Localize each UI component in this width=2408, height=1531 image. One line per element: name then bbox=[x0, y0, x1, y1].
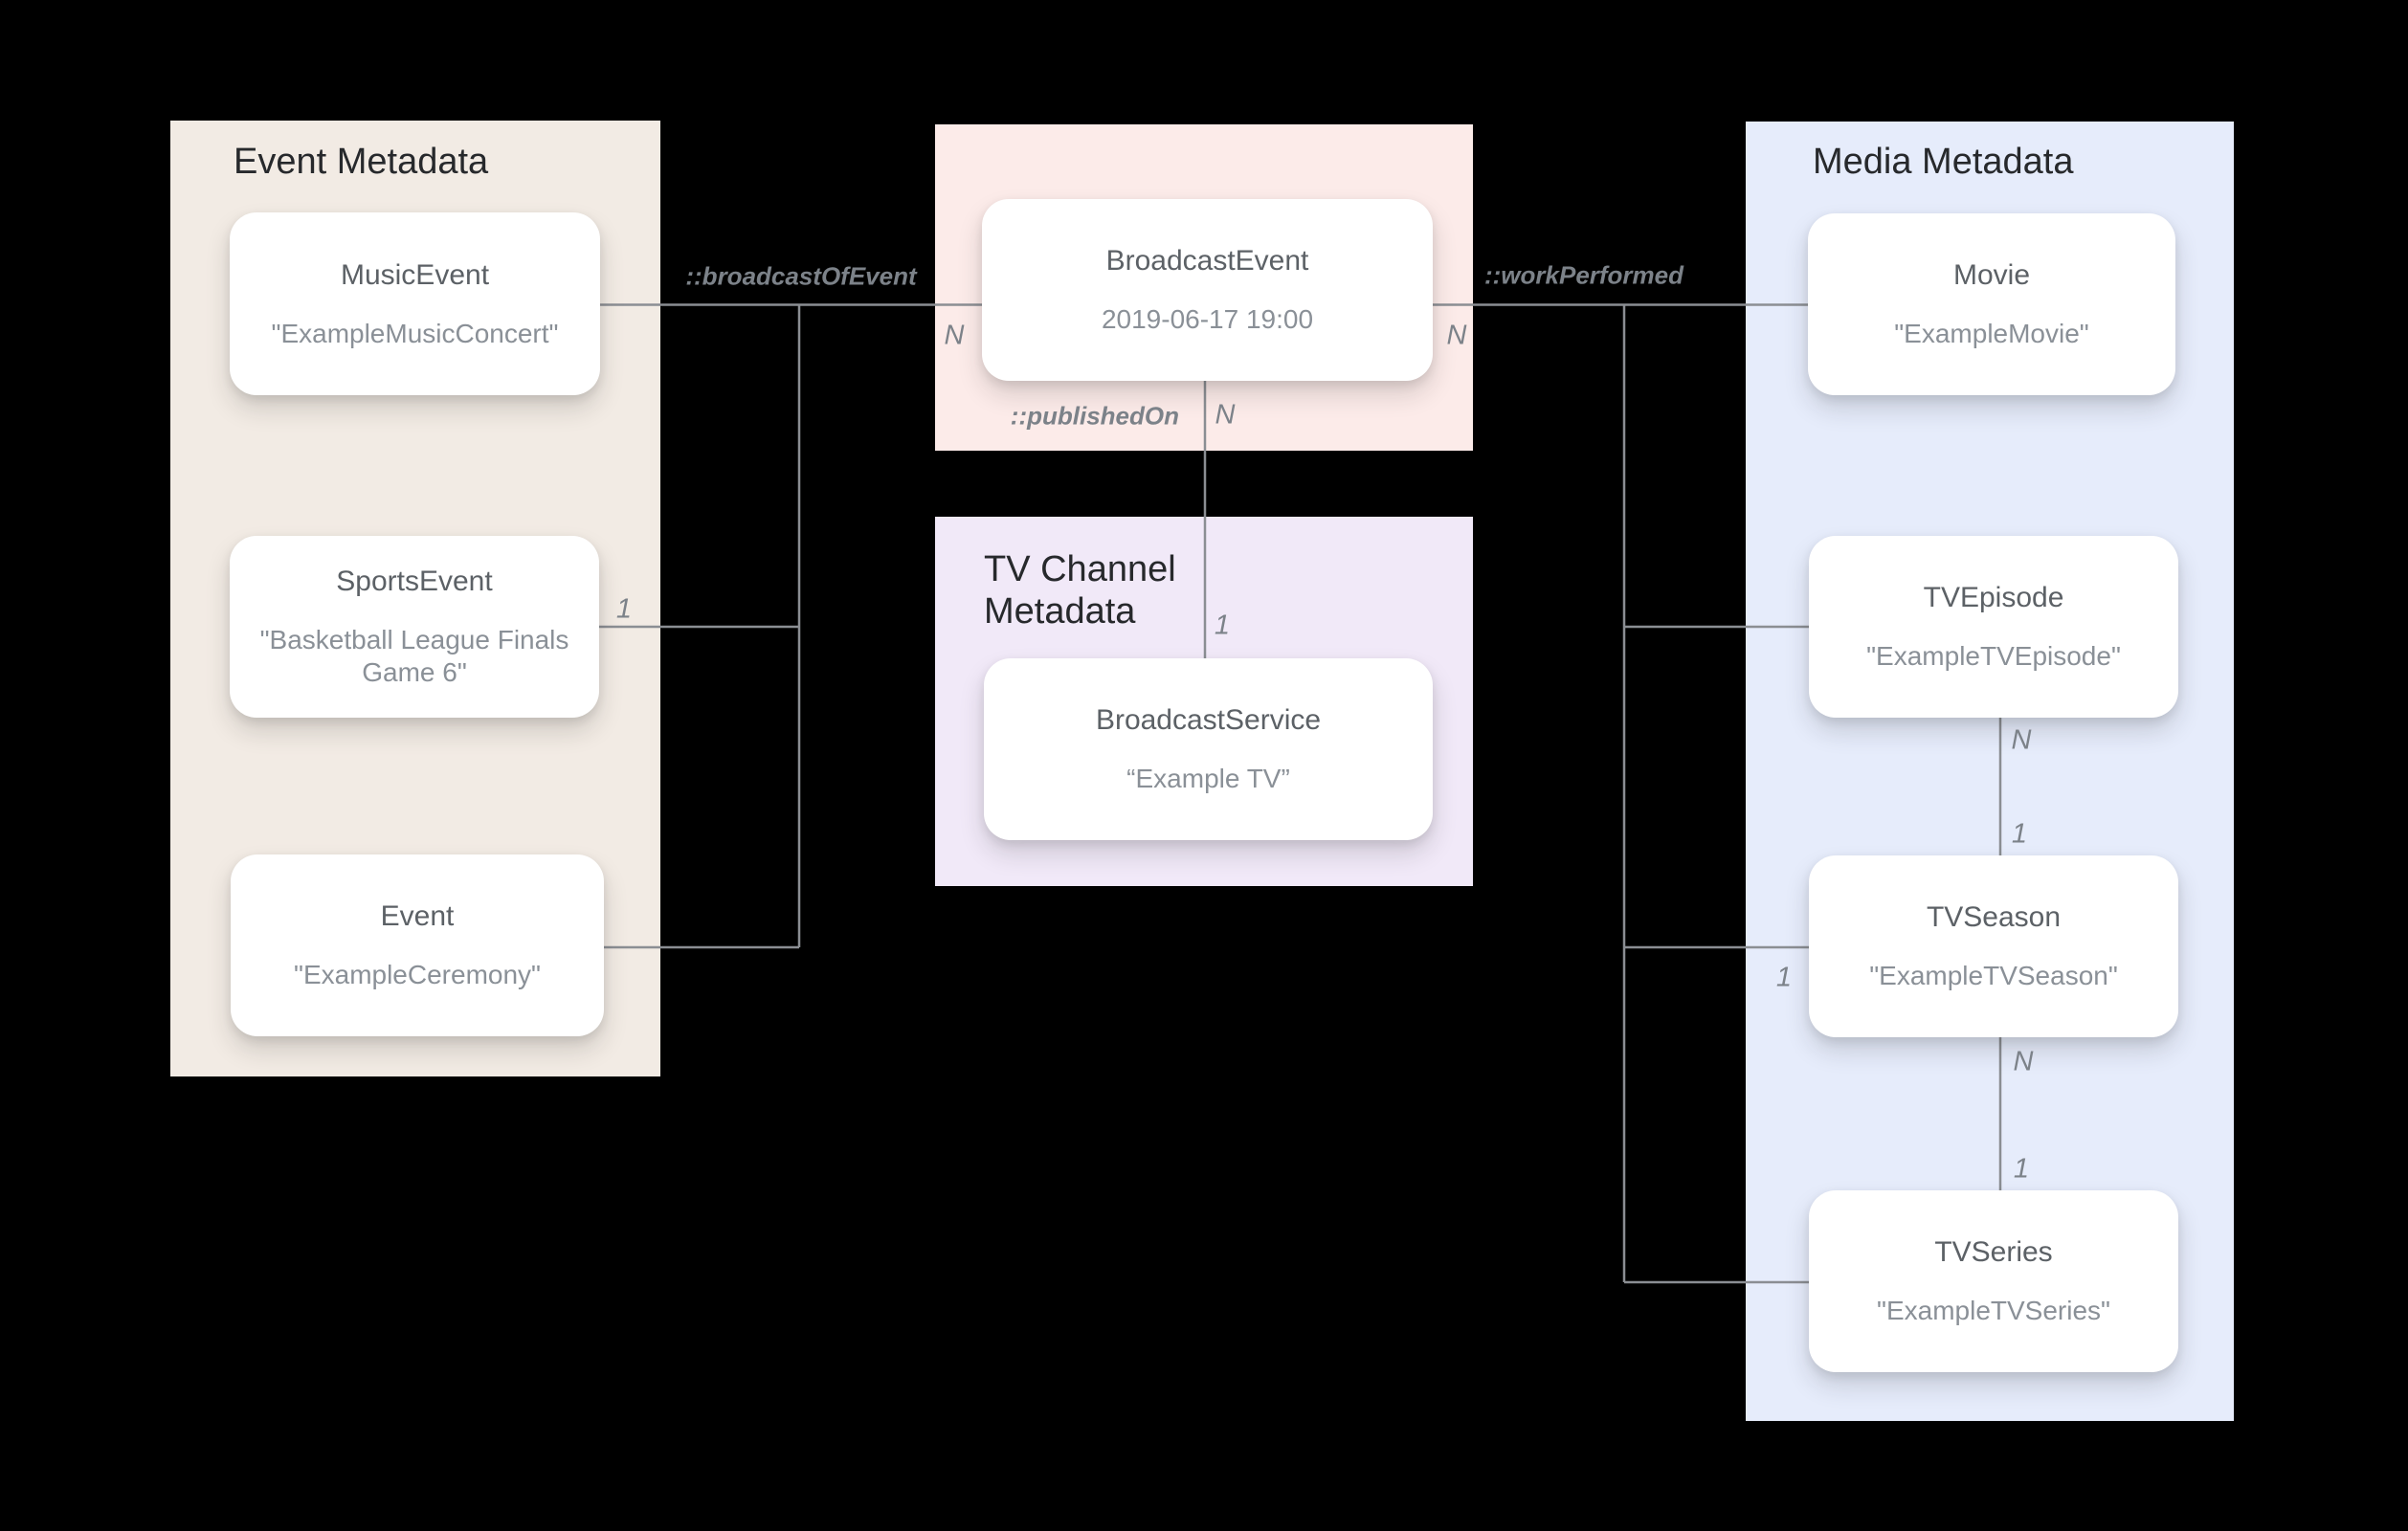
edge-label-work-performed: ::workPerformed bbox=[1483, 260, 1684, 290]
cardinality-season-series-1: 1 bbox=[2013, 1153, 2030, 1185]
node-title: TVSeries bbox=[1934, 1236, 2053, 1268]
cardinality-season-series-n: N bbox=[2013, 1046, 2034, 1077]
cardinality-broadcast-service: 1 bbox=[1214, 610, 1231, 641]
node-subtitle: "ExampleCeremony" bbox=[294, 960, 541, 989]
cardinality-broadcast-event-right: N bbox=[1446, 320, 1467, 351]
node-title: MusicEvent bbox=[340, 258, 490, 291]
node-title: TVSeason bbox=[1926, 901, 2062, 933]
node-subtitle: "ExampleMusicConcert" bbox=[271, 318, 559, 348]
cardinality-sports-event: 1 bbox=[615, 593, 633, 625]
node-title: Movie bbox=[1952, 259, 2031, 291]
node-tv-season: TVSeason "ExampleTVSeason" bbox=[1809, 855, 2178, 1037]
cardinality-broadcast-event-left: N bbox=[944, 320, 965, 351]
node-title: BroadcastEvent bbox=[1105, 245, 1309, 277]
cardinality-tv-season-left: 1 bbox=[1775, 962, 1793, 993]
node-subtitle: "ExampleMovie" bbox=[1894, 319, 2089, 348]
node-sports-event: SportsEvent "Basketball League Finals Ga… bbox=[230, 536, 599, 718]
media-metadata-title: Media Metadata bbox=[1813, 142, 2074, 182]
node-tv-series: TVSeries "ExampleTVSeries" bbox=[1809, 1190, 2178, 1372]
node-title: SportsEvent bbox=[336, 566, 493, 597]
node-subtitle: "ExampleTVEpisode" bbox=[1866, 641, 2121, 671]
node-title: BroadcastService bbox=[1095, 704, 1322, 736]
node-broadcast-service: BroadcastService “Example TV” bbox=[984, 658, 1433, 840]
node-music-event: MusicEvent "ExampleMusicConcert" bbox=[230, 212, 600, 395]
cardinality-episode-season-n: N bbox=[2011, 724, 2032, 756]
event-metadata-title: Event Metadata bbox=[234, 142, 489, 182]
node-broadcast-event: BroadcastEvent 2019-06-17 19:00 bbox=[982, 199, 1433, 381]
node-subtitle: 2019-06-17 19:00 bbox=[1101, 304, 1314, 334]
node-subtitle: "Basketball League Finals Game 6" bbox=[259, 625, 569, 687]
node-subtitle: "ExampleTVSeries" bbox=[1877, 1296, 2110, 1325]
node-event: Event "ExampleCeremony" bbox=[231, 854, 604, 1036]
node-tv-episode: TVEpisode "ExampleTVEpisode" bbox=[1809, 536, 2178, 718]
node-subtitle: "ExampleTVSeason" bbox=[1869, 961, 2118, 990]
tv-channel-metadata-title: TV Channel Metadata bbox=[984, 549, 1176, 632]
node-title: TVEpisode bbox=[1923, 582, 2064, 613]
node-movie: Movie "ExampleMovie" bbox=[1808, 213, 2175, 395]
edge-label-broadcast-of-event: ::broadcastOfEvent bbox=[685, 261, 917, 291]
edge-label-published-on: ::publishedOn bbox=[1010, 401, 1179, 431]
node-subtitle: “Example TV” bbox=[1126, 764, 1290, 793]
node-title: Event bbox=[380, 900, 455, 932]
cardinality-published-on: N bbox=[1215, 399, 1236, 431]
cardinality-episode-season-1: 1 bbox=[2011, 818, 2028, 850]
